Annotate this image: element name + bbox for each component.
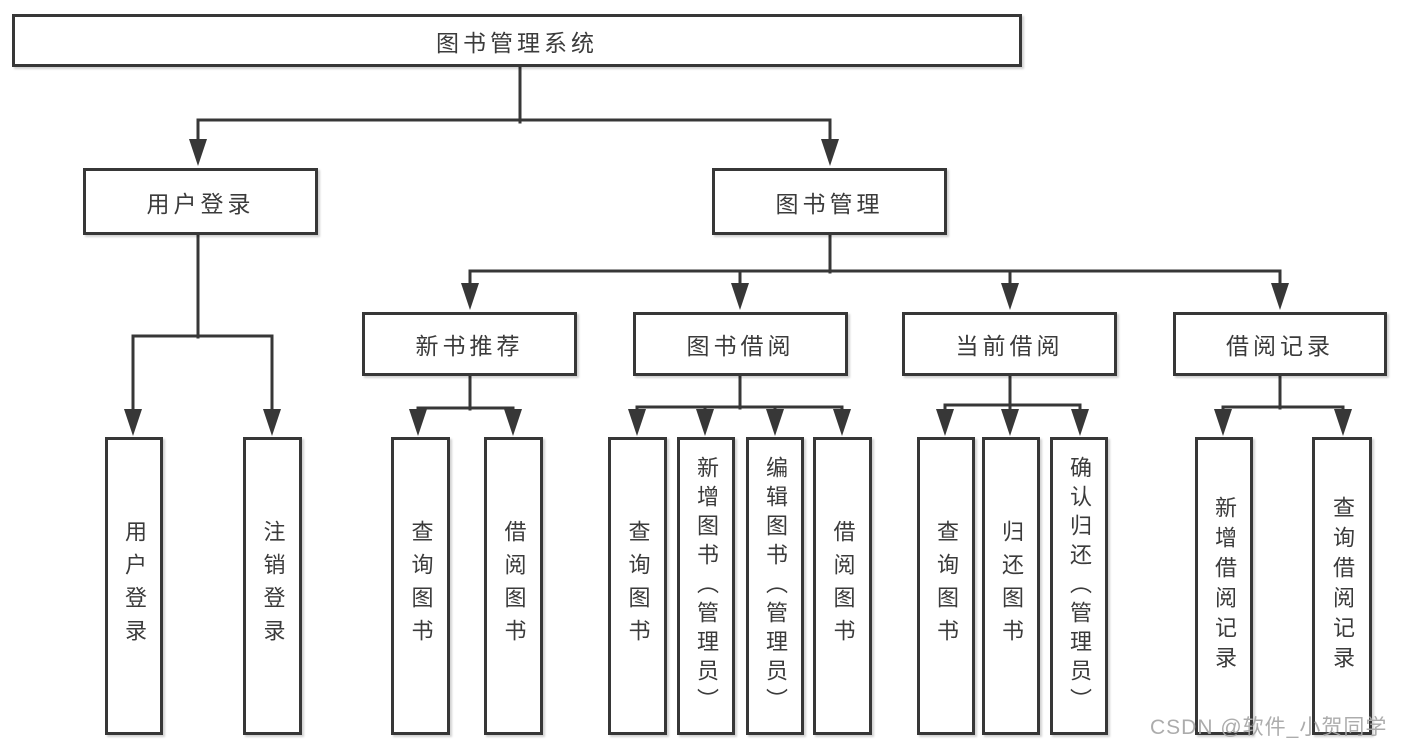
node-borrow-records: 借阅记录 (1173, 312, 1387, 376)
leaf-return-book: 归还图书 (982, 437, 1040, 735)
arrowhead-icon (696, 409, 714, 436)
node-current-borrow: 当前借阅 (902, 312, 1117, 376)
node-library-management-system: 图书管理系统 (12, 14, 1022, 67)
arrowhead-icon (1001, 283, 1019, 310)
node-user-login: 用户登录 (83, 168, 318, 235)
leaf-borrow-books: 借阅图书 (813, 437, 872, 735)
arrowhead-icon (189, 139, 207, 166)
leaf-query-books-recommend: 查询图书 (391, 437, 450, 735)
node-new-book-recommend: 新书推荐 (362, 312, 577, 376)
leaf-edit-book-admin: 编辑图书（管理员） (746, 437, 804, 735)
leaf-query-books-current: 查询图书 (917, 437, 975, 735)
edge-current-borrow-branch (943, 374, 1082, 415)
leaf-user-login: 用户登录 (105, 437, 163, 735)
arrowhead-icon (731, 283, 749, 310)
arrowhead-icon (1214, 409, 1232, 436)
arrowhead-icon (821, 139, 839, 166)
arrowheads (124, 139, 1352, 436)
edge-user-login-branch (131, 233, 274, 415)
arrowhead-icon (1071, 409, 1089, 436)
arrowhead-icon (1001, 409, 1019, 436)
leaf-query-books-borrow: 查询图书 (608, 437, 667, 735)
edge-book-management-branch (468, 233, 1282, 289)
leaf-add-book-admin: 新增图书（管理员） (677, 437, 735, 735)
edge-new-book-branch (416, 374, 515, 415)
leaf-add-borrow-record: 新增借阅记录 (1195, 437, 1253, 735)
arrowhead-icon (461, 283, 479, 310)
arrowhead-icon (766, 409, 784, 436)
tree-edges (131, 65, 1345, 415)
edge-root-to-level2 (196, 65, 832, 146)
arrowhead-icon (124, 409, 142, 436)
arrowhead-icon (628, 409, 646, 436)
node-book-borrow: 图书借阅 (633, 312, 848, 376)
leaf-query-borrow-record: 查询借阅记录 (1312, 437, 1372, 735)
arrowhead-icon (504, 409, 522, 436)
arrowhead-icon (409, 409, 427, 436)
arrowhead-icon (1271, 283, 1289, 310)
arrowhead-icon (833, 409, 851, 436)
arrowhead-icon (936, 409, 954, 436)
edge-book-borrow-branch (635, 374, 844, 415)
leaf-confirm-return-admin: 确认归还（管理员） (1050, 437, 1108, 735)
arrowhead-icon (1334, 409, 1352, 436)
node-book-management: 图书管理 (712, 168, 947, 235)
csdn-watermark: CSDN @软件_小贺同学 (1150, 716, 1388, 739)
edge-borrow-records-branch (1221, 374, 1345, 415)
arrowhead-icon (263, 409, 281, 436)
leaf-borrow-books-recommend: 借阅图书 (484, 437, 543, 735)
leaf-logout: 注销登录 (243, 437, 302, 735)
